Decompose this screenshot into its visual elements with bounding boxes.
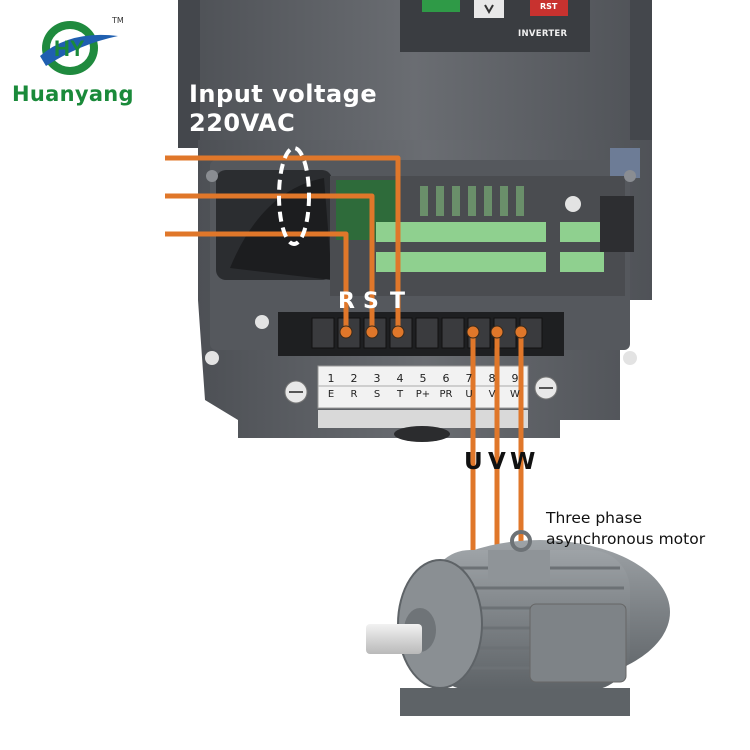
motor-label-line2: asynchronous motor xyxy=(546,530,706,548)
strip-number: 6 xyxy=(442,372,450,385)
strip-label: P+ xyxy=(415,389,431,400)
strip-number: 7 xyxy=(465,372,473,385)
strip-label: W xyxy=(510,389,520,400)
input-voltage-label: Input voltage 220VAC xyxy=(189,80,377,138)
wires xyxy=(165,155,524,560)
brand-name: Huanyang xyxy=(12,82,134,106)
input-voltage-line2: 220VAC xyxy=(189,109,296,137)
output-terminal-v: V xyxy=(488,449,506,475)
input-cable-marker xyxy=(277,146,311,246)
strip-label: S xyxy=(373,389,381,400)
motor-label: Three phase asynchronous motor xyxy=(546,508,705,550)
rst-button-label: RST xyxy=(540,2,558,11)
strip-number: 1 xyxy=(327,372,335,385)
inverter-housing xyxy=(178,0,652,442)
strip-label: R xyxy=(350,389,358,400)
strip-number: 9 xyxy=(511,372,519,385)
motor-label-line1: Three phase xyxy=(546,509,643,527)
strip-number: 2 xyxy=(350,372,358,385)
output-terminal-w: W xyxy=(510,449,536,475)
input-terminal-r: R xyxy=(338,289,355,314)
strip-label: T xyxy=(396,389,404,400)
motor xyxy=(366,530,670,716)
svg-text:HY: HY xyxy=(54,36,85,61)
screw-icon xyxy=(205,170,637,404)
input-terminal-t: T xyxy=(390,289,406,314)
output-terminal-u: U xyxy=(464,449,483,475)
terminal-screw-icon xyxy=(339,325,528,339)
strip-label: U xyxy=(465,389,473,400)
trademark-label: TM xyxy=(112,16,124,25)
input-terminal-s: S xyxy=(363,289,379,314)
input-voltage-line1: Input voltage xyxy=(189,80,378,108)
huanyang-logo-icon: HY xyxy=(40,21,118,75)
strip-number: 4 xyxy=(396,372,404,385)
strip-number: 3 xyxy=(373,372,381,385)
strip-label: PR xyxy=(439,389,453,400)
fan-icon xyxy=(216,170,332,280)
strip-number: 5 xyxy=(419,372,427,385)
strip-label: E xyxy=(327,389,335,400)
strip-label: V xyxy=(488,389,496,400)
inverter-panel-label: INVERTER xyxy=(518,29,568,39)
strip-number: 8 xyxy=(488,372,496,385)
